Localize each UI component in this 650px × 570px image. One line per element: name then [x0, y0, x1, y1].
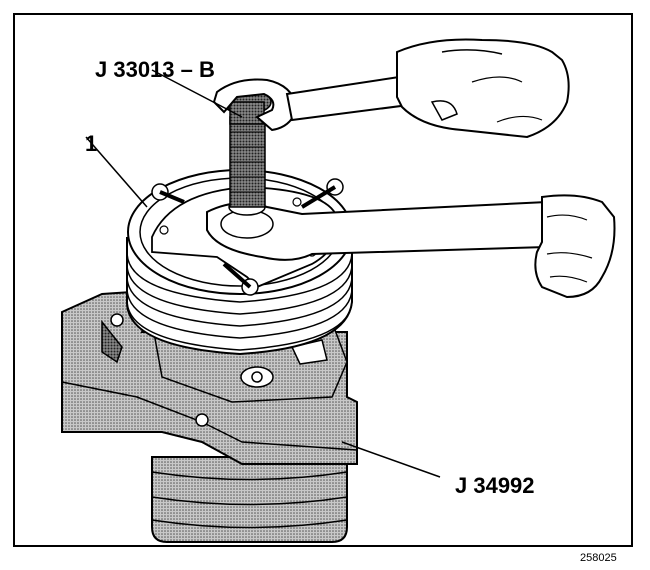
lower-hand: [534, 194, 616, 299]
illustration: [61, 38, 616, 543]
tool-label-holding-fixture: J 34992: [455, 473, 535, 498]
upper-hand: [396, 38, 570, 139]
forcing-screw: [222, 89, 272, 216]
holding-wrench: [206, 200, 563, 261]
leader-lines: [85, 69, 441, 478]
diagram-frame: J 33013 – B 1 J 34992: [13, 13, 633, 547]
compressor-body: [151, 456, 348, 543]
figure-number: 258025: [580, 552, 617, 564]
part-callout-1: 1: [85, 131, 98, 156]
tool-label-forcing-screw: J 33013 – B: [95, 57, 215, 82]
